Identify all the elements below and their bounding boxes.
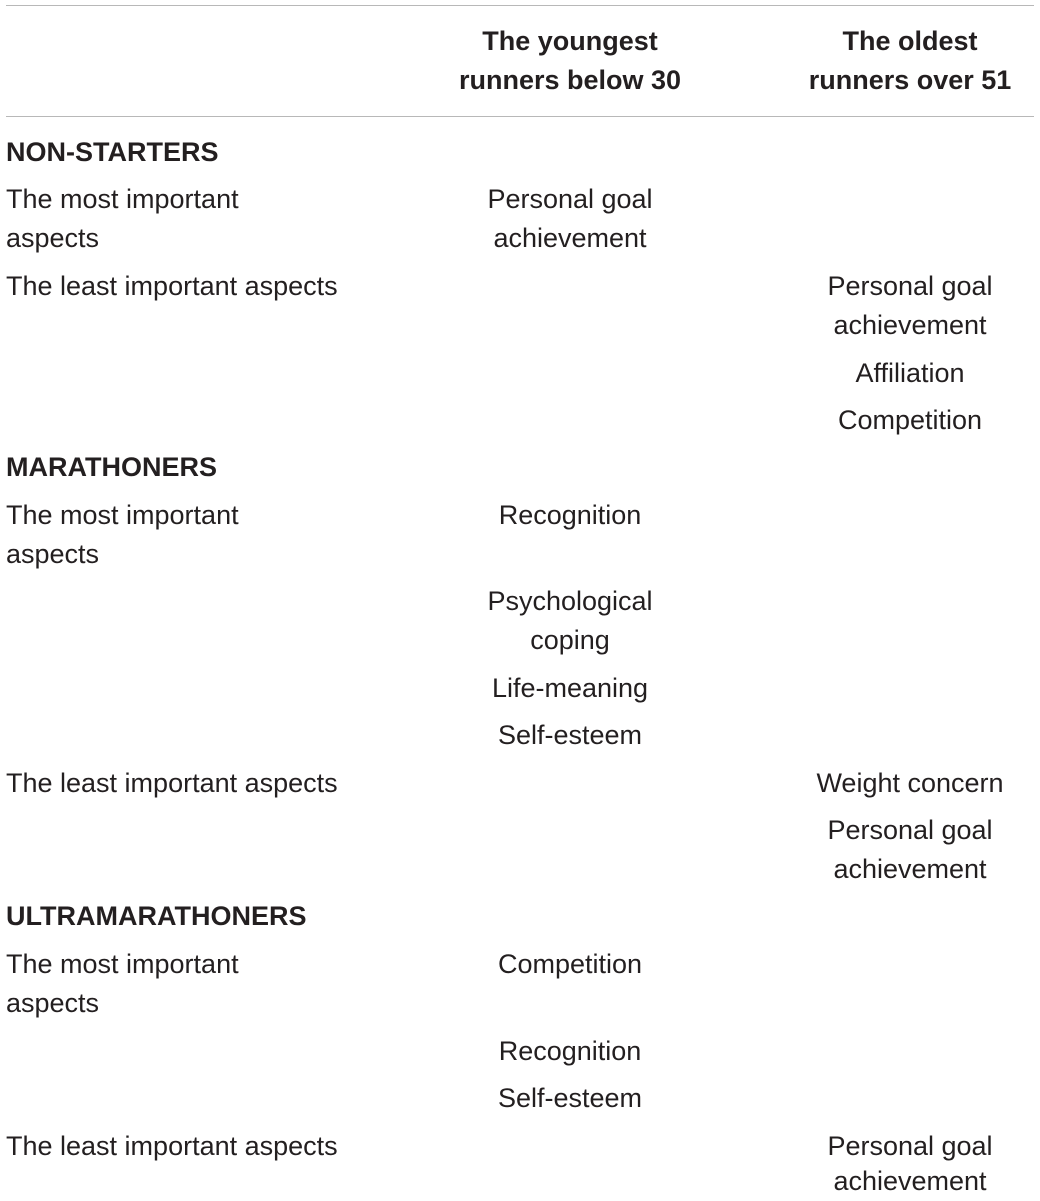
young-value: achievement [493,223,647,253]
row-label-least-important: The least important aspects [6,768,338,798]
row-label-most-important-line2: aspects [6,539,100,569]
header-oldest-line2: runners over 51 [808,65,1012,95]
old-value: achievement [833,854,987,884]
section-title-marathoners: MARATHONERS [6,452,217,482]
young-value: Personal goal [487,184,653,214]
old-value: Affiliation [855,358,965,388]
old-value: achievement [833,310,987,340]
young-value: coping [530,625,610,655]
old-value: Personal goal [827,271,993,301]
young-value: Self-esteem [497,1083,643,1113]
row-label-most-important-line1: The most important [6,184,239,214]
young-value: Competition [497,949,643,979]
row-label-least-important: The least important aspects [6,1131,338,1161]
old-value: Personal goal [827,1131,993,1161]
header-youngest-line1: The youngest [482,26,658,56]
young-value: Life-meaning [491,673,649,703]
old-value: achievement [833,1166,987,1196]
row-label-most-important-line1: The most important [6,500,239,530]
young-value: Recognition [498,1036,642,1066]
header-bottom-rule [6,116,1034,117]
old-value: Personal goal [827,815,993,845]
header-oldest-line1: The oldest [842,26,978,56]
old-value: Weight concern [816,768,1004,798]
old-value: Competition [837,405,983,435]
section-title-non-starters: NON-STARTERS [6,137,219,167]
table-top-rule [6,5,1034,6]
row-label-most-important-line2: aspects [6,988,100,1018]
row-label-most-important-line1: The most important [6,949,239,979]
young-value: Psychological [487,586,653,616]
row-label-least-important: The least important aspects [6,271,338,301]
young-value: Self-esteem [497,720,643,750]
section-title-ultramarathoners: ULTRAMARATHONERS [6,901,307,931]
row-label-most-important-line2: aspects [6,223,100,253]
young-value: Recognition [498,500,642,530]
header-youngest-line2: runners below 30 [458,65,682,95]
